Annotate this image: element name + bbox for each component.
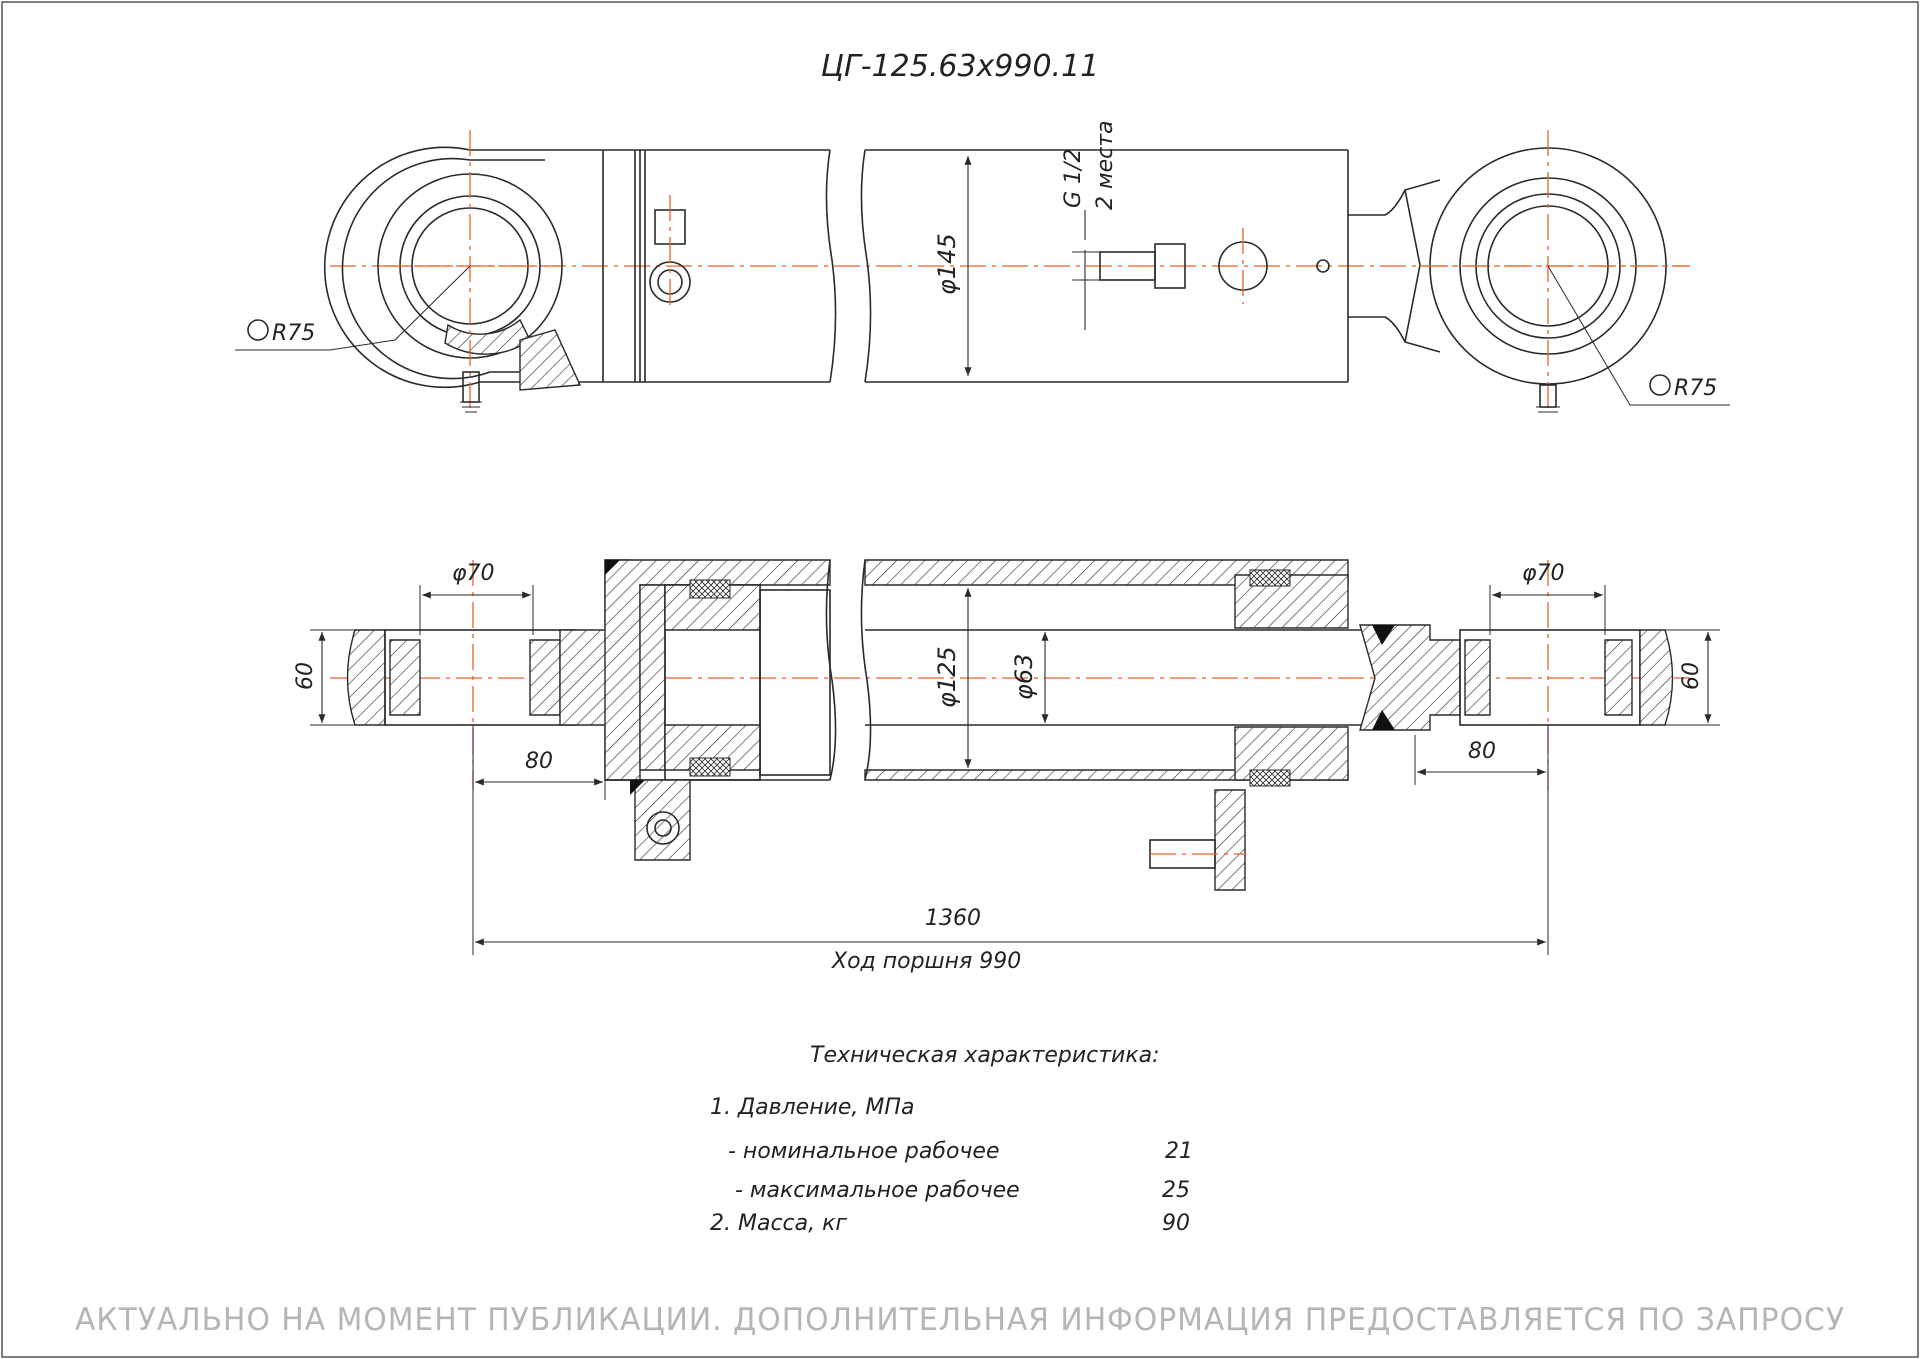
width-right-label: 60 bbox=[1679, 662, 1704, 690]
cylinder-tube-top bbox=[602, 149, 1349, 383]
spec-nominal-value: 21 bbox=[1165, 1139, 1193, 1164]
rod-diameter-label: φ63 bbox=[1010, 654, 1038, 700]
top-view bbox=[235, 130, 1730, 413]
specs-block: Техническая характеристика: 1. Давление,… bbox=[710, 1043, 1193, 1236]
bore-left-label: φ70 bbox=[452, 561, 495, 586]
spec-nominal-label: - номинальное рабочее bbox=[728, 1139, 999, 1164]
outer-diameter-label: φ145 bbox=[933, 233, 961, 295]
availability-watermark: АКТУАЛЬНО НА МОМЕНТ ПУБЛИКАЦИИ. ДОПОЛНИТ… bbox=[75, 1302, 1845, 1338]
spec-mass-label: 2. Масса, кг bbox=[710, 1211, 847, 1236]
radius-left-label: R75 bbox=[272, 321, 315, 346]
left-eye bbox=[323, 130, 603, 413]
spec-pressure-label: 1. Давление, МПа bbox=[710, 1095, 914, 1120]
spec-max-label: - максимальное рабочее bbox=[735, 1178, 1020, 1203]
width-left-label: 60 bbox=[293, 662, 318, 690]
specs-heading: Техническая характеристика: bbox=[810, 1043, 1160, 1068]
right-eye bbox=[1348, 130, 1690, 413]
port-count-label: 2 места bbox=[1093, 120, 1118, 210]
spec-mass-value: 90 bbox=[1162, 1211, 1190, 1236]
offset-right-label: 80 bbox=[1468, 739, 1496, 764]
port-thread-label: G 1/2 bbox=[1061, 149, 1086, 208]
radius-right-label: R75 bbox=[1674, 376, 1717, 401]
overall-length-label: 1360 bbox=[925, 906, 981, 931]
cylinder-diameter-label: φ125 bbox=[933, 646, 961, 708]
offset-left-label: 80 bbox=[525, 749, 553, 774]
spec-max-value: 25 bbox=[1162, 1178, 1190, 1203]
drawing-title: ЦГ-125.63х990.11 bbox=[821, 49, 1100, 84]
bore-right-label: φ70 bbox=[1522, 561, 1565, 586]
stroke-label: Ход поршня 990 bbox=[831, 949, 1021, 974]
section-view bbox=[310, 559, 1720, 955]
